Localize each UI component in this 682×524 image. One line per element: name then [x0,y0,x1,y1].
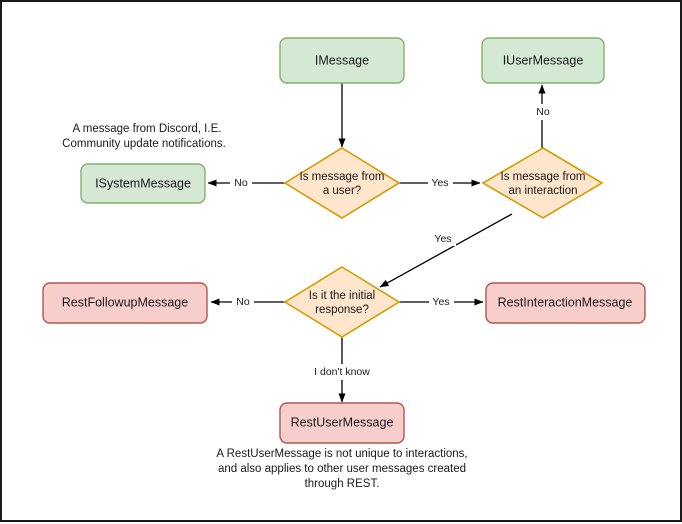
node-decision-is-message-from-user[interactable]: Is message from a user? [283,147,401,219]
node-isystemmessage-label: ISystemMessage [95,176,191,190]
node-restusermessage[interactable]: RestUserMessage [279,402,405,444]
node-imessage[interactable]: IMessage [279,37,405,84]
node-decision-user-label-line2: a user? [323,185,361,197]
annotation-system-note-line1: A message from Discord, I.E. [73,123,222,135]
edge-label-yes-restinteraction: Yes [432,296,449,308]
edge-decision-interaction-to-iusermessage: No [532,84,554,149]
edge-decision-initial-to-restusermessage: I don't know [302,337,382,403]
annotation-restuser-note-line2: and also applies to other user messages … [218,463,466,475]
edge-label-yes-initial: Yes [434,233,451,245]
node-isystemmessage[interactable]: ISystemMessage [80,163,206,204]
annotation-restuser-note-line1: A RestUserMessage is not unique to inter… [216,448,467,460]
node-decision-initial-label-line1: Is it the initial [309,290,375,302]
node-decision-interaction-label-line2: an interaction [508,185,577,197]
node-restinteractionmessage[interactable]: RestInteractionMessage [485,282,646,324]
edge-decision-user-to-isystemmessage: No [207,175,285,191]
edge-decision-user-to-decision-interaction: Yes [399,175,481,191]
edge-decision-initial-to-restinteractionmessage: Yes [399,294,484,310]
annotation-rest-user-message-note: A RestUserMessage is not unique to inter… [216,448,467,490]
edge-label-no-usermessage: No [536,106,550,118]
node-iusermessage-label: IUserMessage [503,53,584,67]
node-restinteractionmessage-label: RestInteractionMessage [498,295,633,309]
edge-label-yes-interaction: Yes [431,177,448,189]
edge-decision-initial-to-restfollowupmessage: No [210,294,285,310]
node-imessage-label: IMessage [315,53,369,67]
node-decision-is-message-from-interaction[interactable]: Is message from an interaction [481,147,604,219]
node-decision-initial-label-line2: response? [315,304,369,316]
edge-label-i-dont-know: I don't know [314,366,370,378]
node-restfollowupmessage-label: RestFollowupMessage [62,295,188,309]
annotation-system-note-line2: Community update notifications. [62,138,226,150]
edge-label-no-followup: No [236,296,250,308]
edge-decision-interaction-to-decision-initial: Yes [379,213,513,288]
annotation-system-message-note: A message from Discord, I.E. Community u… [62,123,226,150]
node-decision-interaction-label-line1: Is message from [501,171,586,183]
node-decision-is-initial-response[interactable]: Is it the initial response? [283,266,401,338]
annotation-restuser-note-line3: through REST. [305,478,380,490]
edge-label-no-system: No [234,177,248,189]
node-iusermessage[interactable]: IUserMessage [481,37,605,84]
node-restfollowupmessage[interactable]: RestFollowupMessage [42,282,208,324]
node-decision-user-label-line1: Is message from [300,171,385,183]
node-restusermessage-label: RestUserMessage [291,415,394,429]
